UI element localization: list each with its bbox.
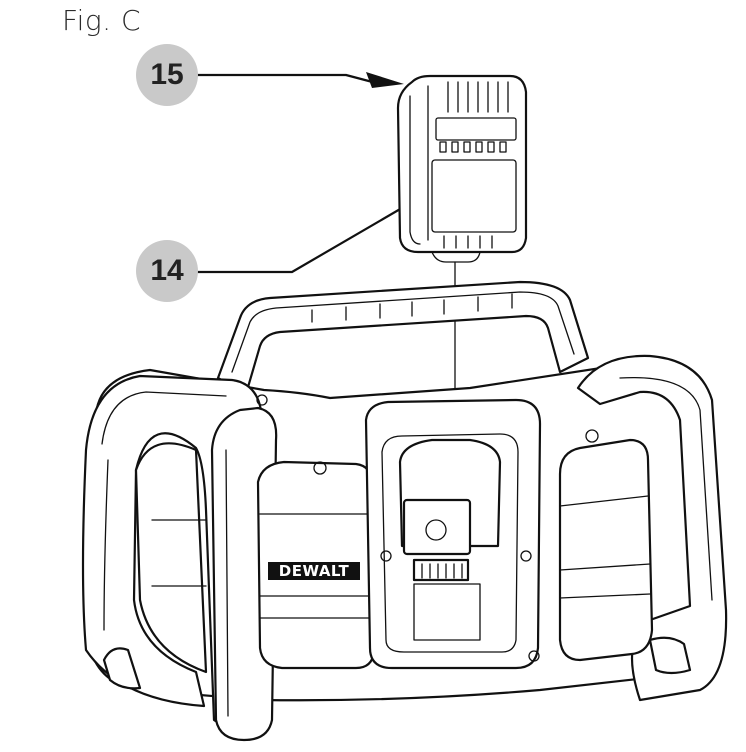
radio-body: DEWALT xyxy=(81,280,728,742)
figure-title: Fig. C xyxy=(62,4,142,37)
brand-text: DEWALT xyxy=(279,562,350,580)
callout-14: 14 xyxy=(136,240,198,302)
brand-badge xyxy=(268,562,360,580)
battery-pack xyxy=(396,74,528,263)
callout-15: 15 xyxy=(136,44,198,106)
leader-line-14 xyxy=(196,178,452,274)
leader-line-15 xyxy=(196,72,404,88)
